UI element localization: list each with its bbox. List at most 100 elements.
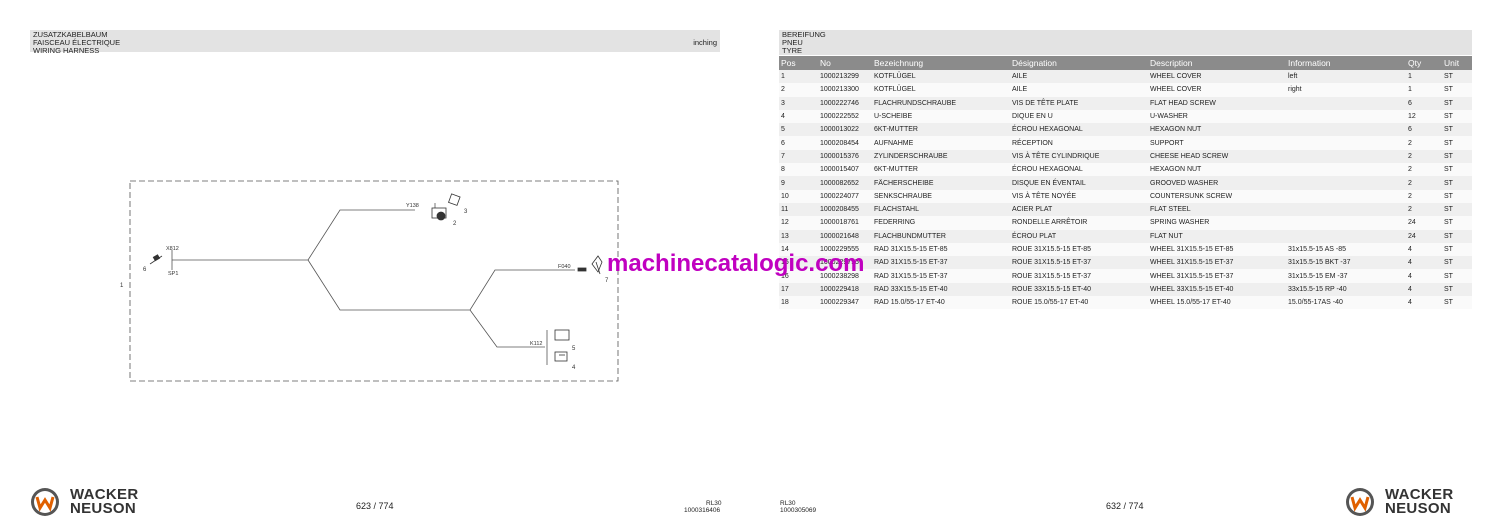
cell-information [1286,189,1406,203]
cell-bezeichnung: RAD 15.0/55-17 ET-40 [872,296,1010,310]
relay-icon [554,329,570,362]
cell-information [1286,229,1406,243]
cell-qty: 4 [1406,282,1442,297]
cell-no: 1000229418 [818,282,872,297]
left-doc-number: 1000316406 [684,507,721,514]
cell-bezeichnung: U-SCHEIBE [872,109,1010,124]
cell-information [1286,216,1406,230]
cell-information [1286,96,1406,110]
label-k112: K112 [530,341,542,347]
cell-unit: ST [1442,163,1472,177]
header-line-en: WIRING HARNESS [33,46,100,55]
brand-word-1: WACKER [1385,486,1454,503]
cell-qty: 2 [1406,149,1442,164]
header-line-fr: PNEU [782,38,803,47]
cell-description: SPRING WASHER [1148,216,1286,230]
left-brand-logo: WACKER NEUSON [30,487,138,517]
cell-designation: ÉCROU HEXAGONAL [1010,163,1148,177]
brand-word-2: NEUSON [1385,500,1451,517]
cell-pos: 9 [779,176,818,190]
cell-description: CHEESE HEAD SCREW [1148,149,1286,164]
callout-6: 6 [143,267,147,273]
cell-description: WHEEL 15.0/55-17 ET-40 [1148,296,1286,310]
cell-pos: 14 [779,242,818,257]
label-sp1: SP1 [168,271,178,277]
cell-qty: 24 [1406,216,1442,230]
header-line-de: ZUSATZKABELBAUM [33,30,108,39]
cell-bezeichnung: ZYLINDERSCHRAUBE [872,149,1010,164]
cell-pos: 18 [779,296,818,310]
callout-4: 4 [572,365,576,371]
cell-pos: 4 [779,109,818,124]
cell-qty: 1 [1406,83,1442,97]
cell-qty: 4 [1406,242,1442,257]
cell-description: FLAT NUT [1148,229,1286,243]
cell-description: WHEEL COVER [1148,70,1286,84]
right-brand-logo: WACKER NEUSON [1345,487,1453,517]
cell-unit: ST [1442,189,1472,203]
cell-qty: 12 [1406,109,1442,124]
cell-information: right [1286,83,1406,97]
header-line-fr: FAISCEAU ÉLECTRIQUE [33,38,121,47]
right-model: RL30 [780,500,796,507]
cell-unit: ST [1442,70,1472,84]
cell-no: 1000238298 [818,269,872,283]
cell-information [1286,109,1406,124]
col-header-qty: Qty [1406,56,1442,70]
cell-designation: ROUE 15.0/55-17 ET-40 [1010,296,1148,310]
cell-no: 1000021648 [818,229,872,243]
cell-unit: ST [1442,229,1472,243]
left-model: RL30 [706,500,722,507]
cell-designation: ROUE 31X15.5-15 ET-37 [1010,269,1148,283]
cell-bezeichnung: RAD 33X15.5-15 ET-40 [872,282,1010,297]
cell-qty: 6 [1406,123,1442,137]
callout-1: 1 [120,283,124,289]
right-page-header: BEREIFUNG PNEU TYRE [779,30,1472,55]
fuse-icon [577,255,603,275]
cell-description: HEXAGON NUT [1148,123,1286,137]
cell-pos: 10 [779,189,818,203]
cell-designation: ROUE 33X15.5-15 ET-40 [1010,282,1148,297]
cell-bezeichnung: FEDERRING [872,216,1010,230]
callout-3: 3 [464,209,468,215]
cell-unit: ST [1442,123,1472,137]
left-page-header: ZUSATZKABELBAUM FAISCEAU ÉLECTRIQUE WIRI… [30,30,720,55]
cell-description: U-WASHER [1148,109,1286,124]
cell-designation: ÉCROU HEXAGONAL [1010,123,1148,137]
brand-word-2: NEUSON [70,500,136,517]
callout-5: 5 [572,346,576,352]
left-page [0,0,750,530]
cell-bezeichnung: FLACHSTAHL [872,202,1010,217]
cell-pos: 13 [779,229,818,243]
cell-unit: ST [1442,282,1472,297]
cell-designation: ÉCROU PLAT [1010,229,1148,243]
cell-qty: 4 [1406,256,1442,270]
watermark-text: machinecatalogic.com [607,250,865,277]
cell-description: HEXAGON NUT [1148,163,1286,177]
cell-designation: RONDELLE ARRÊTOIR [1010,216,1148,230]
cell-bezeichnung: RAD 31X15.5-15 ET-37 [872,256,1010,270]
cell-description: FLAT STEEL [1148,202,1286,217]
cell-unit: ST [1442,176,1472,190]
cell-qty: 24 [1406,229,1442,243]
header-line-en: TYRE [782,46,803,55]
cell-information [1286,202,1406,217]
cell-bezeichnung: FÄCHERSCHEIBE [872,176,1010,190]
col-header-bezeichnung: Bezeichnung [872,56,1010,70]
cell-information [1286,176,1406,190]
label-f040: F040 [558,264,571,270]
cell-unit: ST [1442,269,1472,283]
valve-connector-icon [431,193,461,221]
header-line-de: BEREIFUNG [782,30,826,39]
cell-qty: 2 [1406,136,1442,150]
cell-bezeichnung: SENKSCHRAUBE [872,189,1010,203]
cell-no: 1000213300 [818,83,872,97]
